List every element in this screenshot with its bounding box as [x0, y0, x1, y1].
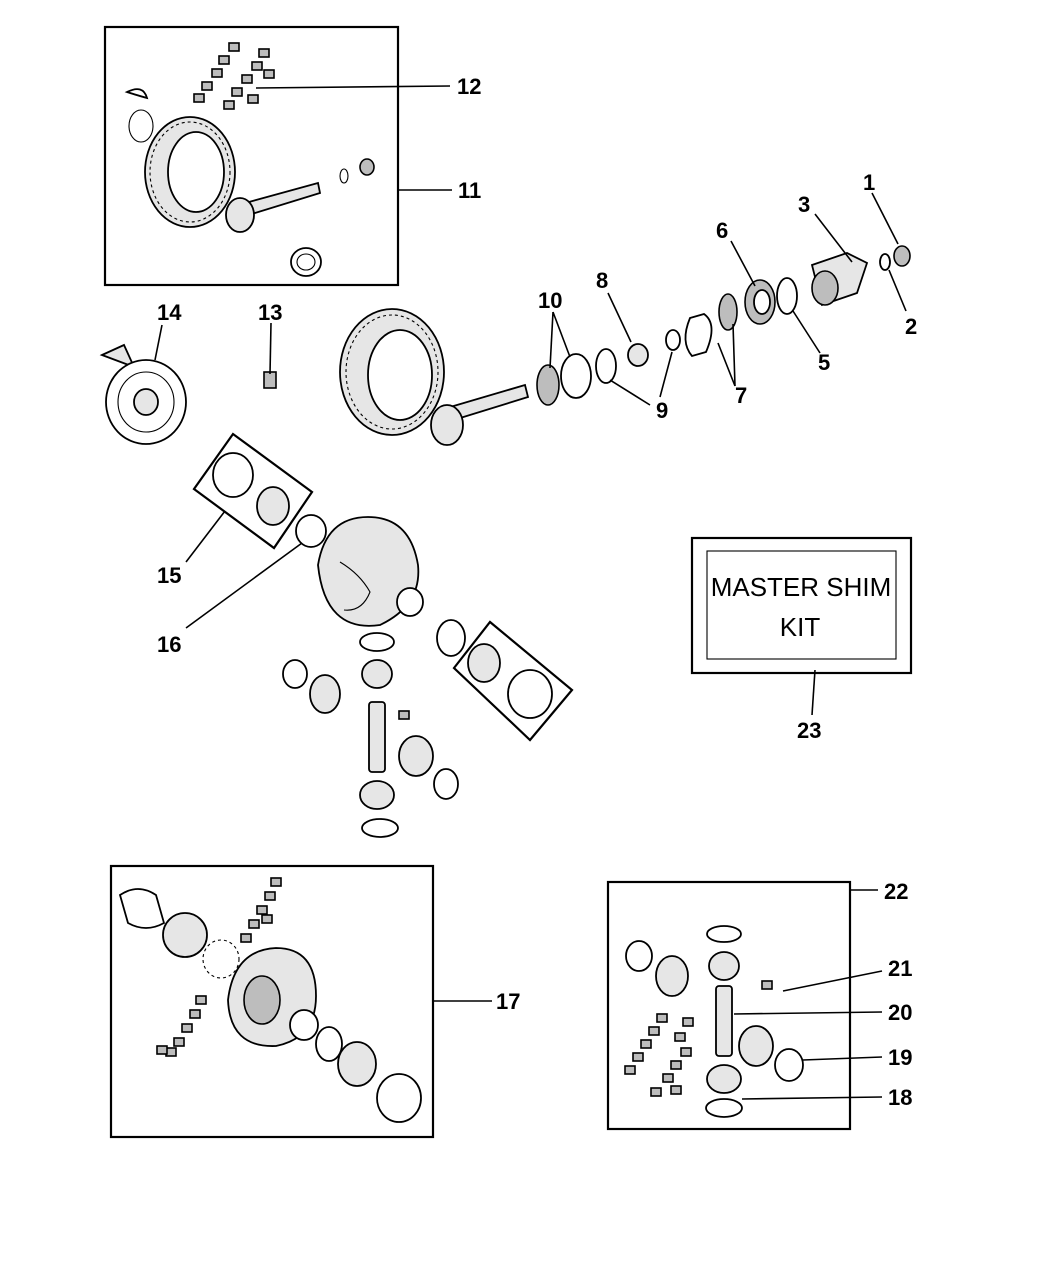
seal-8: [627, 343, 649, 367]
bearing-10: [536, 353, 592, 406]
main-pinion: [430, 383, 530, 446]
callout-8: 8: [596, 268, 608, 293]
cover-14: [99, 343, 187, 445]
differential-case-kit-box-17: [109, 864, 435, 1139]
callout-18: 18: [888, 1085, 912, 1110]
leader-lines: [154, 85, 907, 1100]
differential-gear-kit-box-22: [606, 880, 852, 1131]
callout-17: 17: [496, 989, 520, 1014]
callout-22: 22: [884, 879, 908, 904]
callout-19: 19: [888, 1045, 912, 1070]
differential-case: [317, 516, 424, 627]
callout-3: 3: [798, 192, 810, 217]
bolt-13: [263, 371, 277, 389]
ring-gear: [144, 116, 236, 228]
shim-9a: [595, 348, 617, 384]
callout-7: 7: [735, 383, 747, 408]
callout-21: 21: [888, 956, 912, 981]
callout-16: 16: [157, 632, 181, 657]
main-ring-gear: [339, 308, 445, 436]
differential-internals: [282, 632, 459, 838]
shim-right: [436, 619, 466, 657]
ring-pinion-kit-box: [103, 25, 400, 287]
callout-13: 13: [258, 300, 282, 325]
callout-23: 23: [797, 718, 821, 743]
bolt-cluster-12: [193, 42, 275, 110]
master-shim-kit-box: [690, 536, 913, 675]
washer-5: [776, 277, 798, 315]
callout-1: 1: [863, 170, 875, 195]
shim-9b: [665, 329, 681, 351]
nut-1: [893, 245, 911, 267]
shim-16: [295, 514, 327, 548]
callout-6: 6: [716, 218, 728, 243]
kit-label-line1: MASTER SHIM: [711, 572, 892, 602]
callout-2: 2: [905, 314, 917, 339]
callout-15: 15: [157, 563, 181, 588]
bearing-kit-right: [452, 620, 574, 742]
yoke-3: [810, 252, 869, 307]
bearing-kit-box-15: [192, 432, 314, 550]
callout-10: 10: [538, 288, 562, 313]
callout-20: 20: [888, 1000, 912, 1025]
seal-6: [744, 279, 776, 325]
callout-9: 9: [656, 398, 668, 423]
kit-label-line2: KIT: [780, 612, 821, 642]
pinion-gear: [225, 181, 322, 233]
callout-12: 12: [457, 74, 481, 99]
callout-11: 11: [458, 178, 481, 203]
bearing-7: [684, 293, 738, 358]
callout-5: 5: [818, 350, 830, 375]
callout-labels: 1 2 3 5 6 7 8 9 10 11 12 13 14 15 16 17 …: [157, 74, 917, 1110]
washer-2: [879, 253, 891, 271]
callout-14: 14: [157, 300, 182, 325]
